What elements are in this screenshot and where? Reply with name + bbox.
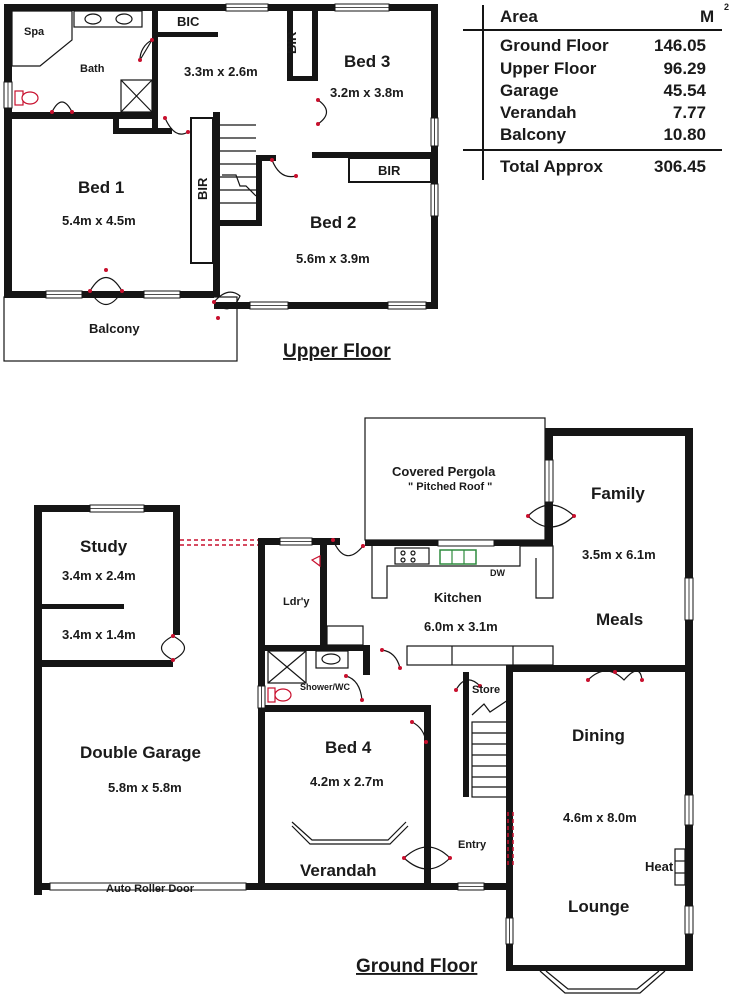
bir-label-bed3: BIR	[284, 31, 299, 54]
dining-label: Dining	[572, 726, 625, 745]
bed3-dimension: 3.2m x 3.8m	[330, 85, 404, 100]
entry-label: Entry	[458, 839, 487, 851]
study-label: Study	[80, 537, 128, 556]
area-row-label: Balcony	[500, 125, 567, 144]
balcony-label: Balcony	[89, 321, 140, 336]
pergola-note: " Pitched Roof "	[408, 481, 492, 493]
kitchen-cabinets	[326, 545, 554, 666]
bir-label-bed2: BIR	[378, 163, 401, 178]
ground-windows	[89, 459, 694, 945]
bed2-dimension: 5.6m x 3.9m	[296, 251, 370, 266]
area-row-label: Ground Floor	[500, 36, 609, 55]
pergola-outline	[364, 417, 546, 541]
garage-label: Double Garage	[80, 743, 201, 762]
bir-label-bed1: BIR	[195, 177, 210, 200]
ground-stairs	[471, 699, 509, 798]
upper-doors	[50, 38, 328, 320]
bic-room-dimension: 3.3m x 2.6m	[184, 64, 258, 79]
sink-icon	[439, 549, 477, 565]
family-label: Family	[591, 484, 645, 503]
bed1-dimension: 5.4m x 4.5m	[62, 213, 136, 228]
study-lower-dimension: 3.4m x 1.4m	[62, 627, 136, 642]
area-table: Area M 2 Ground Floor 146.05 Upper Floor…	[463, 2, 729, 180]
ground-shower	[267, 650, 307, 684]
shower-wc-label: Shower/WC	[300, 682, 351, 692]
family-dimension: 3.5m x 6.1m	[582, 547, 656, 562]
study-dimension: 3.4m x 2.4m	[62, 568, 136, 583]
roller-door-label: Auto Roller Door	[106, 883, 195, 895]
bed1-label: Bed 1	[78, 178, 124, 197]
area-row-value: 146.05	[654, 36, 706, 55]
upper-windows	[3, 3, 439, 310]
area-header: Area	[500, 7, 538, 26]
area-unit: M	[700, 7, 714, 26]
spa-tub	[11, 10, 73, 67]
upper-floor-plan: Spa Bath BIC 3.3m x 2.6m BIR Bed 3 3.2m …	[3, 3, 439, 362]
bed4-label: Bed 4	[325, 738, 372, 757]
pergola-label: Covered Pergola	[392, 464, 496, 479]
bic-label: BIC	[177, 14, 200, 29]
area-row-label: Verandah	[500, 103, 577, 122]
meals-label: Meals	[596, 610, 643, 629]
lounge-label: Lounge	[568, 897, 629, 916]
spa-label: Spa	[24, 26, 45, 38]
ground-floor-plan: Covered Pergola " Pitched Roof " Family …	[34, 417, 694, 994]
kitchen-label: Kitchen	[434, 590, 482, 605]
ground-floor-title: Ground Floor	[356, 956, 478, 977]
area-row-value: 96.29	[663, 59, 706, 78]
dining-dimension: 4.6m x 8.0m	[563, 810, 637, 825]
dishwasher-label: DW	[490, 568, 505, 578]
garage-dimension: 5.8m x 5.8m	[108, 780, 182, 795]
laundry-label: Ldr'y	[283, 596, 310, 608]
store-label: Store	[472, 684, 500, 696]
heater-icon	[674, 848, 686, 886]
roller-door	[49, 882, 247, 891]
bed2-label: Bed 2	[310, 213, 356, 232]
area-row-label: Garage	[500, 81, 559, 100]
bath-label: Bath	[80, 63, 105, 75]
upper-toilet	[14, 90, 39, 106]
upper-shower	[120, 79, 153, 113]
verandah-label: Verandah	[300, 861, 377, 880]
area-row-value: 7.77	[673, 103, 706, 122]
bed3-label: Bed 3	[344, 52, 390, 71]
area-total-value: 306.45	[654, 157, 706, 176]
area-total-label: Total Approx	[500, 157, 603, 176]
area-unit-superscript: 2	[724, 2, 729, 12]
kitchen-dimension: 6.0m x 3.1m	[424, 619, 498, 634]
heat-label: Heat	[645, 859, 674, 874]
area-row-value: 10.80	[663, 125, 706, 144]
bed4-dimension: 4.2m x 2.7m	[310, 774, 384, 789]
upper-stairs	[220, 124, 257, 204]
area-row-value: 45.54	[663, 81, 706, 100]
upper-floor-title: Upper Floor	[283, 341, 391, 362]
ground-toilet	[267, 687, 292, 703]
ground-doors	[160, 504, 644, 870]
area-row-label: Upper Floor	[500, 59, 597, 78]
